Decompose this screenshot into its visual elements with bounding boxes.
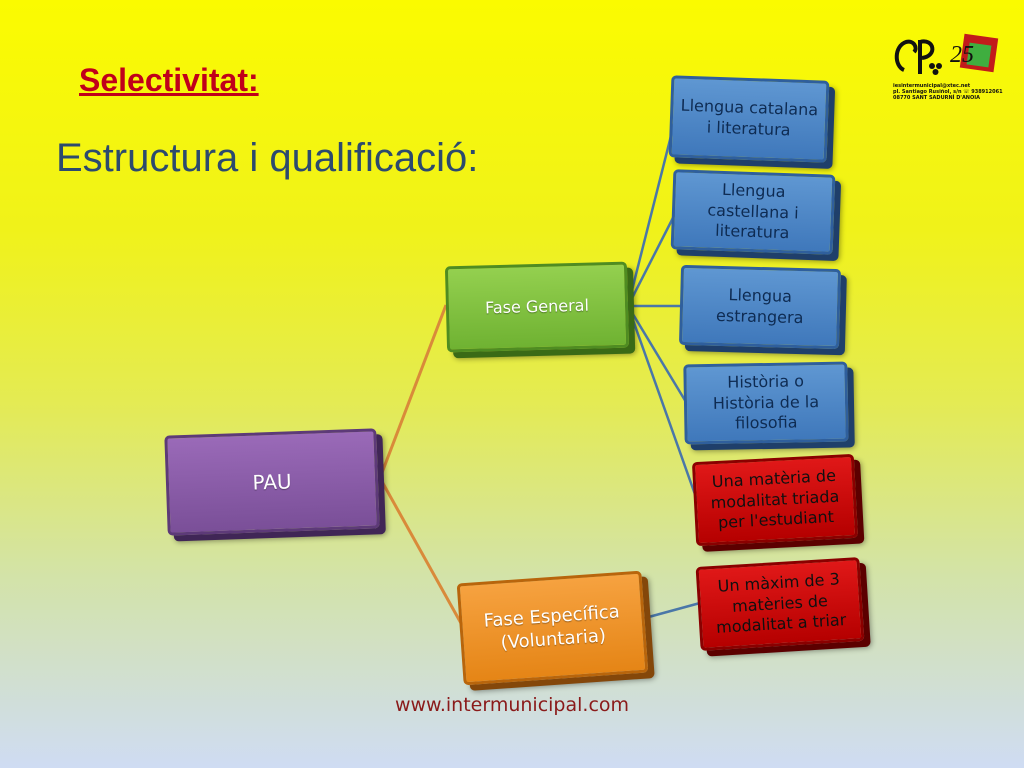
node-materia-modalitat: Una matèria de modalitat triada per l'es… [691, 453, 859, 547]
school-logo-icon: 25 [894, 33, 999, 75]
logo-grape-3 [932, 69, 939, 75]
connector-root-specific [378, 477, 464, 626]
logo-cube-mid [966, 42, 992, 68]
node-fase-general: Fase General [444, 261, 630, 353]
node-pau: PAU [164, 428, 380, 536]
connector-specific-maxim [644, 601, 701, 620]
school-contact-block: iesintermunicipal@xtec.net pl. Santiago … [893, 83, 1013, 101]
logo-letters [894, 39, 935, 74]
node-historia: Història o Història de la filosofia [683, 361, 849, 445]
connector-general-historia [626, 305, 688, 403]
logo-grape-2 [936, 63, 942, 69]
school-address: pl. Santiago Rusiñol, s/n ☏ 938912061 [893, 89, 1003, 95]
node-llengua-estrangera: Llengua estrangera [678, 264, 842, 350]
connector-general-modalitat [626, 305, 699, 501]
slide-subtitle: Estructura i qualificació: [56, 136, 479, 180]
school-city: 08770 SANT SADURNÍ D'ANOIA [893, 95, 980, 101]
logo-mark-number: 25 [950, 42, 974, 68]
connector-general-catalana [626, 119, 677, 307]
slide-title: Selectivitat: [79, 62, 259, 98]
node-fase-especifica: Fase Específica (Voluntaria) [456, 570, 649, 686]
school-email: iesintermunicipal@xtec.net [893, 83, 971, 89]
connector-root-general [378, 304, 448, 479]
node-llengua-catalana: Llengua catalana i literatura [668, 75, 830, 163]
connector-general-castellana [626, 209, 679, 307]
logo-grape-1 [929, 63, 935, 69]
node-llengua-castellana: Llengua castellana i literatura [670, 169, 836, 255]
node-maxim-materies: Un màxim de 3 matèries de modalitat a tr… [695, 557, 865, 651]
footer-website-link[interactable]: www.intermunicipal.com [394, 694, 630, 716]
